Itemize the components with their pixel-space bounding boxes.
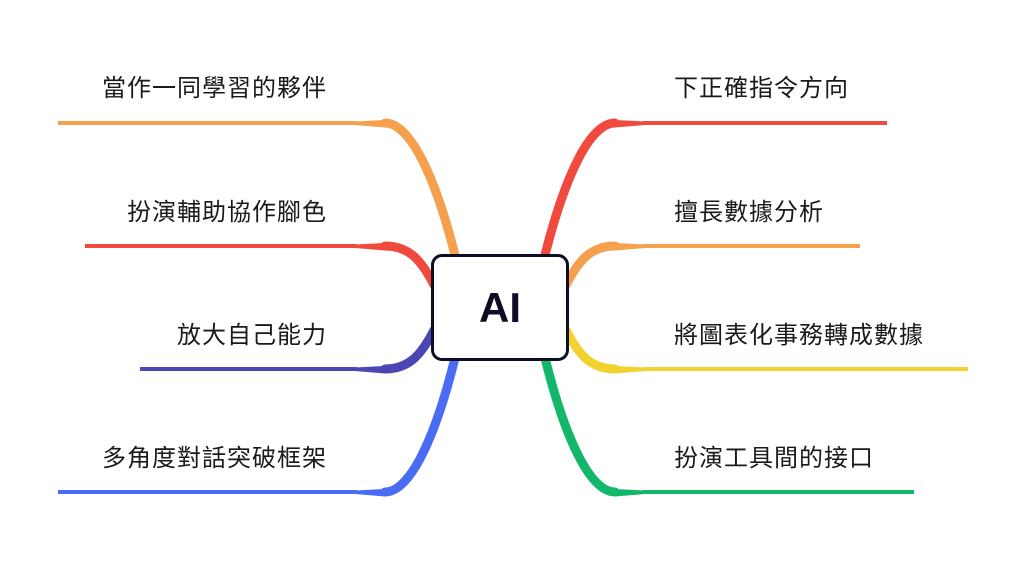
branch-taper-left-2 bbox=[355, 243, 385, 251]
branch-taper-right-2 bbox=[615, 243, 645, 251]
branch-curve-right-2 bbox=[561, 241, 620, 290]
branch-curve-right-1 bbox=[540, 118, 620, 260]
branch-curve-left-2 bbox=[380, 241, 439, 290]
central-topic[interactable]: AI bbox=[431, 254, 569, 361]
branch-taper-left-3 bbox=[355, 366, 385, 374]
branch-label-right-3: 將圖表化事務轉成數據 bbox=[674, 321, 924, 349]
branch-curve-left-1 bbox=[380, 118, 460, 260]
branch-curve-right-4 bbox=[540, 353, 620, 497]
branch-curve-left-3 bbox=[380, 325, 439, 374]
branch-label-right-1: 下正確指令方向 bbox=[674, 74, 849, 102]
branch-label-left-2: 扮演輔助協作腳色 bbox=[127, 198, 327, 226]
branch-label-left-4: 多角度對話突破框架 bbox=[102, 444, 327, 472]
branch-taper-right-4 bbox=[615, 489, 645, 497]
branch-label-right-4: 扮演工具間的接口 bbox=[674, 444, 874, 472]
branch-taper-right-1 bbox=[615, 120, 645, 128]
branch-curve-right-3 bbox=[561, 325, 620, 374]
branch-taper-left-1 bbox=[355, 120, 385, 128]
central-topic-label: AI bbox=[479, 283, 521, 331]
branch-label-right-2: 擅長數據分析 bbox=[674, 198, 824, 226]
branch-curve-left-4 bbox=[380, 353, 460, 497]
branch-label-left-3: 放大自己能力 bbox=[177, 321, 327, 349]
branch-taper-right-3 bbox=[615, 366, 645, 374]
branch-label-left-1: 當作一同學習的夥伴 bbox=[102, 74, 327, 102]
branch-taper-left-4 bbox=[355, 489, 385, 497]
